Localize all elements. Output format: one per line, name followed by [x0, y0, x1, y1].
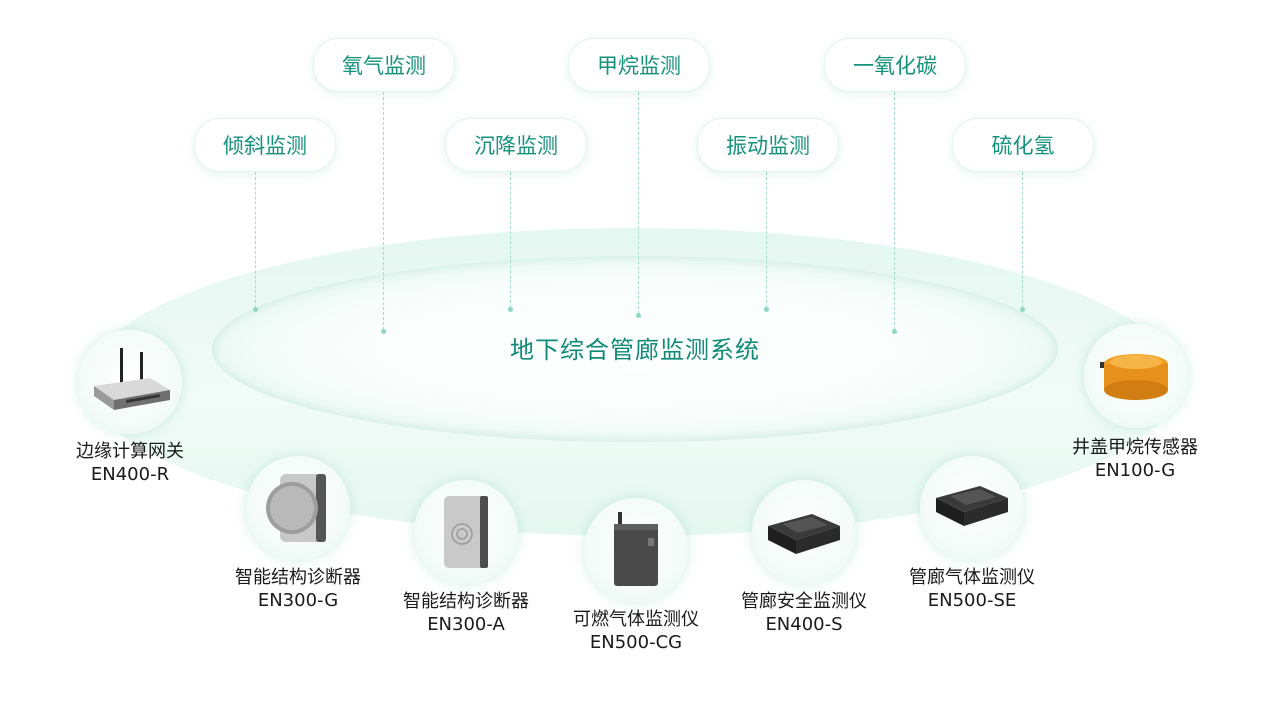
tag-oxygen: 氧气监测 [313, 38, 455, 92]
leader-dot-settlement [508, 307, 513, 312]
device-label-en300-g: 智能结构诊断器 EN300-G [198, 566, 398, 612]
tag-settlement: 沉降监测 [445, 118, 587, 172]
device-label-en500-se: 管廊气体监测仪 EN500-SE [872, 566, 1072, 612]
device-en500-cg [584, 498, 688, 602]
leader-dot-vibration [764, 307, 769, 312]
leader-settlement [510, 172, 511, 308]
device-name: 井盖甲烷传感器 [1072, 437, 1198, 458]
leader-oxygen [383, 92, 384, 330]
leader-vibration [766, 172, 767, 308]
device-model: EN100-G [1094, 460, 1176, 481]
tag-h2s: 硫化氢 [952, 118, 1094, 172]
device-en300-a [414, 480, 518, 584]
tag-tilt: 倾斜监测 [194, 118, 336, 172]
device-model: EN400-R [90, 464, 170, 485]
leader-dot-methane [636, 313, 641, 318]
gas-detector-icon [614, 512, 658, 586]
monitor-box-icon [936, 486, 1008, 526]
device-label-edge-gateway: 边缘计算网关 EN400-R [25, 440, 235, 486]
device-name: 智能结构诊断器 [235, 567, 361, 588]
leader-dot-h2s [1020, 307, 1025, 312]
device-name: 智能结构诊断器 [403, 591, 529, 612]
manhole-sensor-icon [1100, 354, 1168, 400]
device-en400-s [752, 480, 856, 584]
tag-vibration: 振动监测 [697, 118, 839, 172]
leader-dot-co [892, 329, 897, 334]
device-model: EN300-A [427, 614, 505, 635]
leader-dot-tilt [253, 307, 258, 312]
device-model: EN400-S [765, 614, 843, 635]
device-name: 边缘计算网关 [76, 441, 184, 462]
device-label-en300-a: 智能结构诊断器 EN300-A [366, 590, 566, 636]
device-label-en400-s: 管廊安全监测仪 EN400-S [704, 590, 904, 636]
device-name: 管廊安全监测仪 [741, 591, 867, 612]
tag-co: 一氧化碳 [824, 38, 966, 92]
device-name: 可燃气体监测仪 [573, 609, 699, 630]
device-name: 管廊气体监测仪 [909, 567, 1035, 588]
device-en100-g [1084, 324, 1188, 428]
tag-methane: 甲烷监测 [568, 38, 710, 92]
leader-co [894, 92, 895, 330]
router-icon [94, 348, 170, 410]
device-model: EN500-CG [589, 632, 683, 653]
tilt-sensor-icon [266, 474, 326, 542]
monitor-box-icon [768, 514, 840, 554]
inner-ring [212, 256, 1058, 442]
center-title: 地下综合管廊监测系统 [510, 336, 760, 364]
leader-h2s [1022, 172, 1023, 308]
vibration-sensor-icon [444, 496, 488, 568]
device-en300-g [246, 456, 350, 560]
device-edge-gateway [78, 330, 182, 434]
device-label-en100-g: 井盖甲烷传感器 EN100-G [1035, 436, 1235, 482]
leader-methane [638, 92, 639, 314]
device-label-en500-cg: 可燃气体监测仪 EN500-CG [536, 608, 736, 654]
leader-tilt [255, 172, 256, 308]
device-en500-se [920, 456, 1024, 560]
device-model: EN500-SE [927, 590, 1017, 611]
device-model: EN300-G [257, 590, 339, 611]
leader-dot-oxygen [381, 329, 386, 334]
